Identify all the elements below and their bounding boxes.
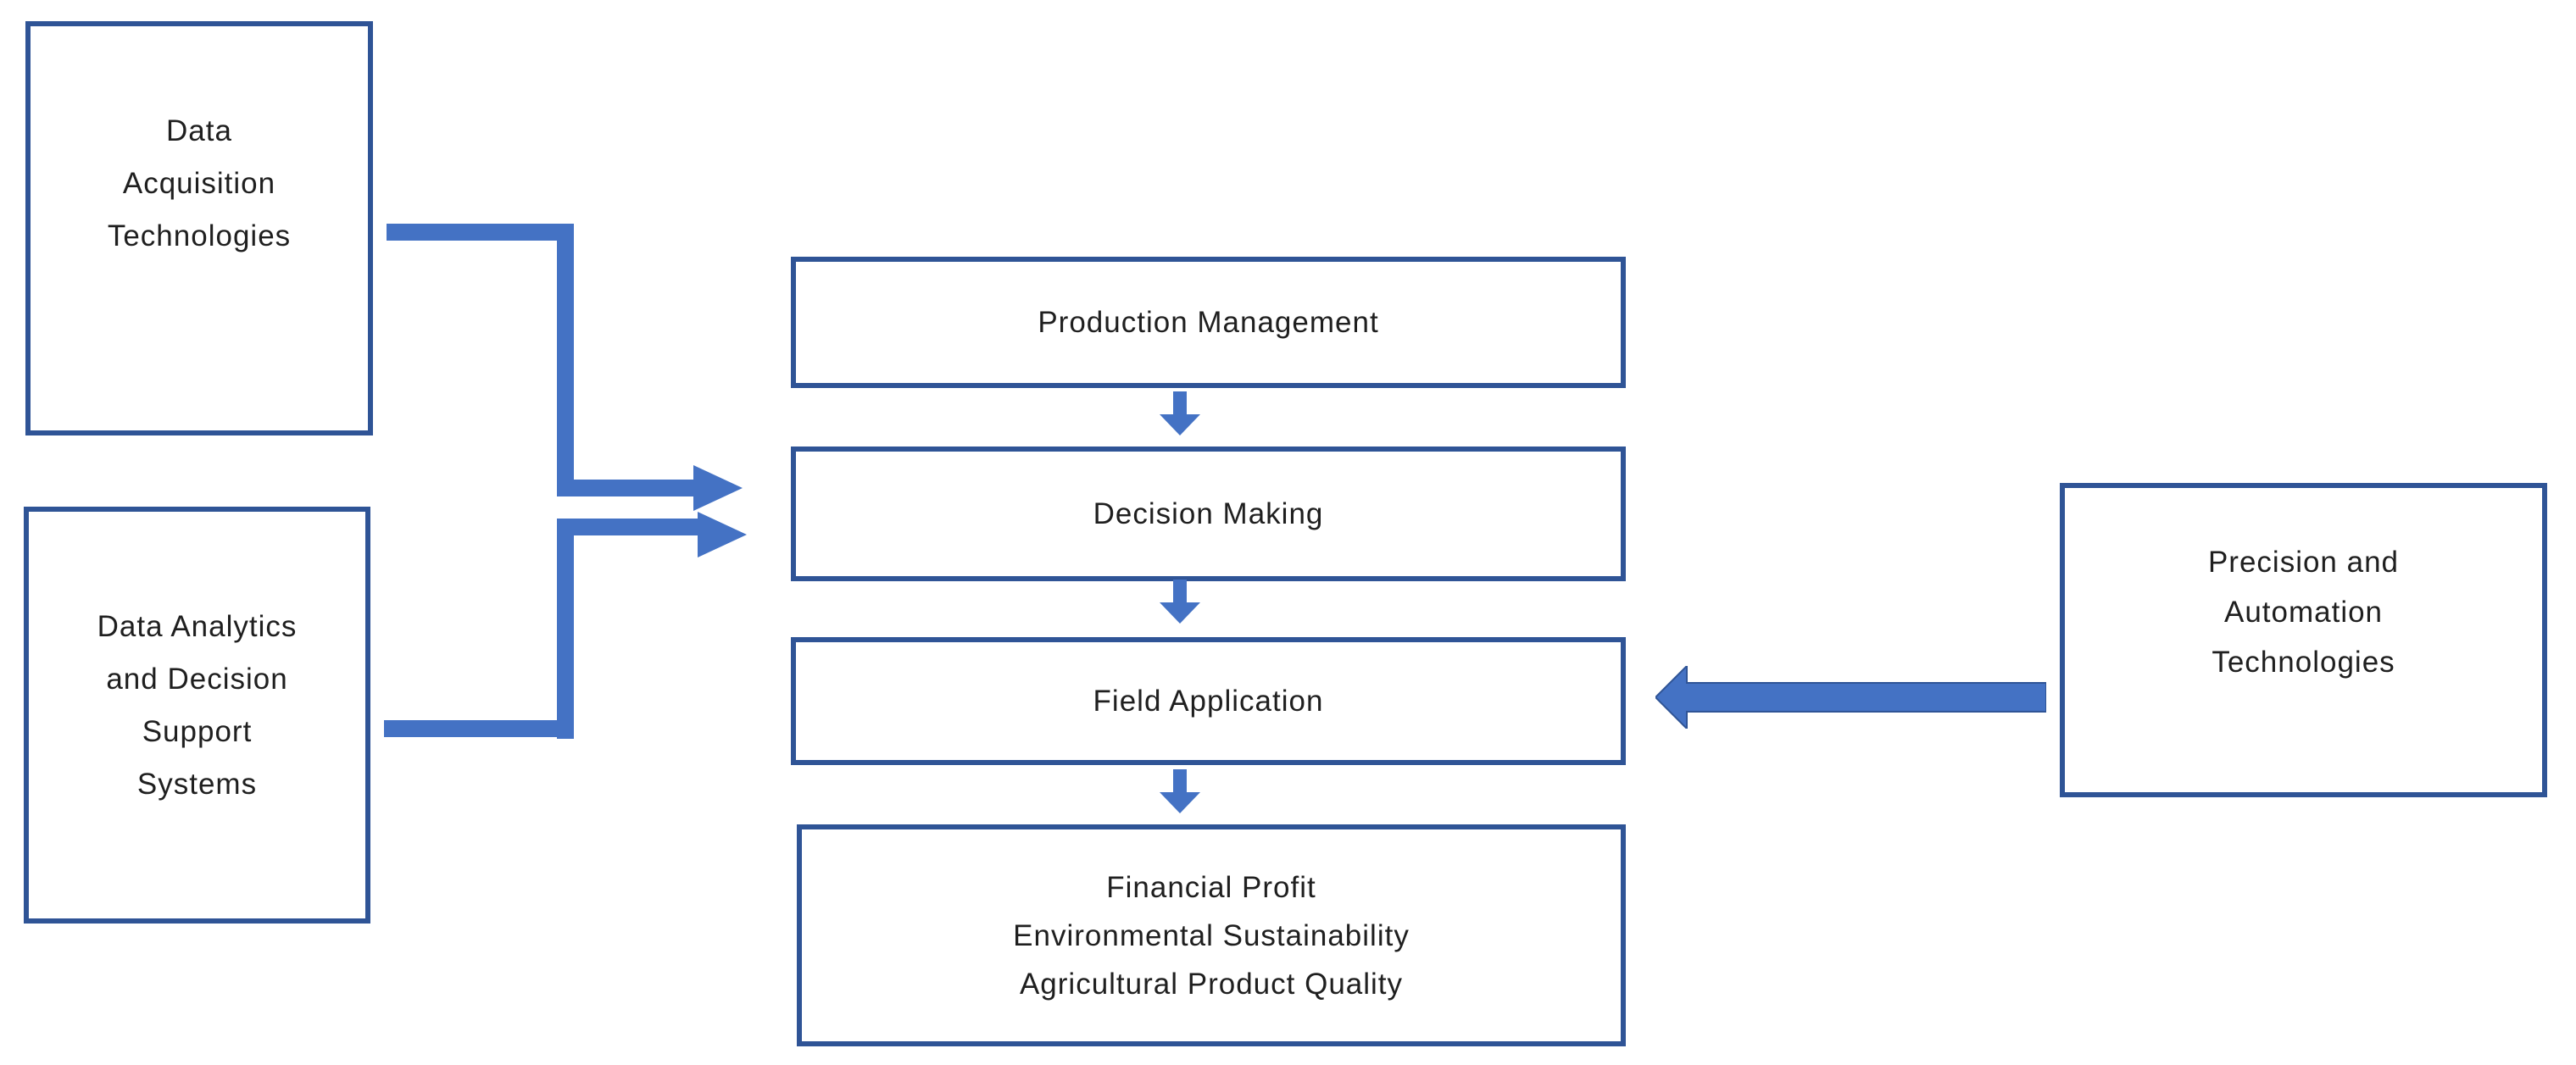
box-label: Field Application — [1093, 684, 1324, 718]
box-production-management: Production Management — [791, 257, 1626, 388]
box-data-acquisition-technologies: Data Acquisition Technologies — [25, 21, 373, 435]
box-data-analytics-decision-support: Data Analytics and Decision Support Syst… — [24, 507, 370, 924]
box-label-line: Data Analytics — [97, 610, 298, 643]
box-label-line: Financial Profit — [1106, 870, 1316, 904]
connector-analytics-vertical — [557, 519, 574, 739]
right-arrowhead-icon — [698, 512, 747, 557]
connector-analytics-horizontal-2 — [557, 519, 698, 535]
box-label: Decision Making — [1093, 496, 1324, 530]
box-label-line: Support — [142, 715, 253, 748]
connector-acquisition-vertical — [557, 224, 574, 496]
box-label-line: Data — [166, 114, 232, 147]
box-label-line: Technologies — [2212, 646, 2395, 679]
box-label-line: Agricultural Product Quality — [1019, 967, 1404, 1001]
box-label: Production Management — [1038, 305, 1379, 339]
down-arrow-icon — [1160, 769, 1200, 813]
box-label-line: Environmental Sustainability — [1013, 918, 1410, 952]
down-arrow-icon — [1160, 580, 1200, 624]
box-label-line: and Decision — [106, 663, 288, 696]
box-outcomes: Financial Profit Environmental Sustainab… — [797, 824, 1626, 1046]
box-label-line: Precision and — [2207, 546, 2400, 579]
right-arrowhead-icon — [693, 465, 743, 511]
connector-acquisition-horizontal-2 — [557, 480, 693, 496]
box-label-line: Automation — [2223, 596, 2384, 629]
connector-analytics-horizontal-1 — [384, 720, 574, 737]
box-decision-making: Decision Making — [791, 447, 1626, 581]
box-label-line: Systems — [136, 768, 258, 801]
down-arrow-icon — [1160, 391, 1200, 435]
connector-acquisition-horizontal-1 — [387, 224, 574, 241]
box-label-multiline: Financial Profit Environmental Sustainab… — [1013, 863, 1410, 1008]
box-label-line: Technologies — [107, 219, 292, 252]
box-label-line: Acquisition — [122, 167, 276, 200]
box-field-application: Field Application — [791, 637, 1626, 765]
left-arrow-icon — [1655, 666, 2046, 729]
box-precision-automation-technologies: Precision and Automation Technologies — [2060, 483, 2547, 797]
